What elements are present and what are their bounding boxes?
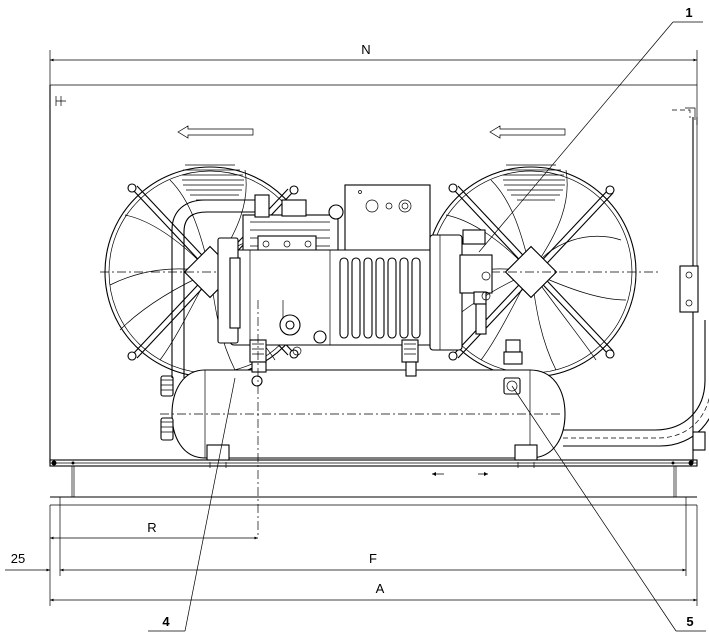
callout-5-label: 5 [686, 614, 693, 629]
outlet-pipe [563, 265, 709, 451]
dimension-a: A [50, 505, 698, 606]
dimension-25-label: 25 [11, 551, 25, 566]
service-valve-right [459, 229, 523, 365]
callout-5: 5 [511, 385, 706, 632]
motor-fins [339, 257, 421, 339]
dimension-r-label: R [147, 520, 156, 535]
discharge-pipe [171, 194, 270, 378]
callout-1-label: 1 [685, 5, 692, 20]
compressor [217, 184, 463, 538]
dimension-f-label: F [369, 551, 377, 566]
dimension-n: N [49, 42, 698, 125]
callout-1: 1 [478, 5, 703, 253]
callout-4-label: 4 [162, 614, 170, 629]
dimension-f: F 25 [5, 545, 686, 606]
receiver-tank [160, 369, 566, 476]
dimension-r: R [49, 505, 258, 545]
dimension-n-label: N [361, 42, 370, 57]
airflow-arrow-right [489, 125, 566, 139]
unit-frame [49, 84, 698, 576]
airflow-arrow-left [177, 125, 254, 139]
dimension-a-label: A [376, 581, 385, 596]
callout-4: 4 [148, 377, 236, 632]
